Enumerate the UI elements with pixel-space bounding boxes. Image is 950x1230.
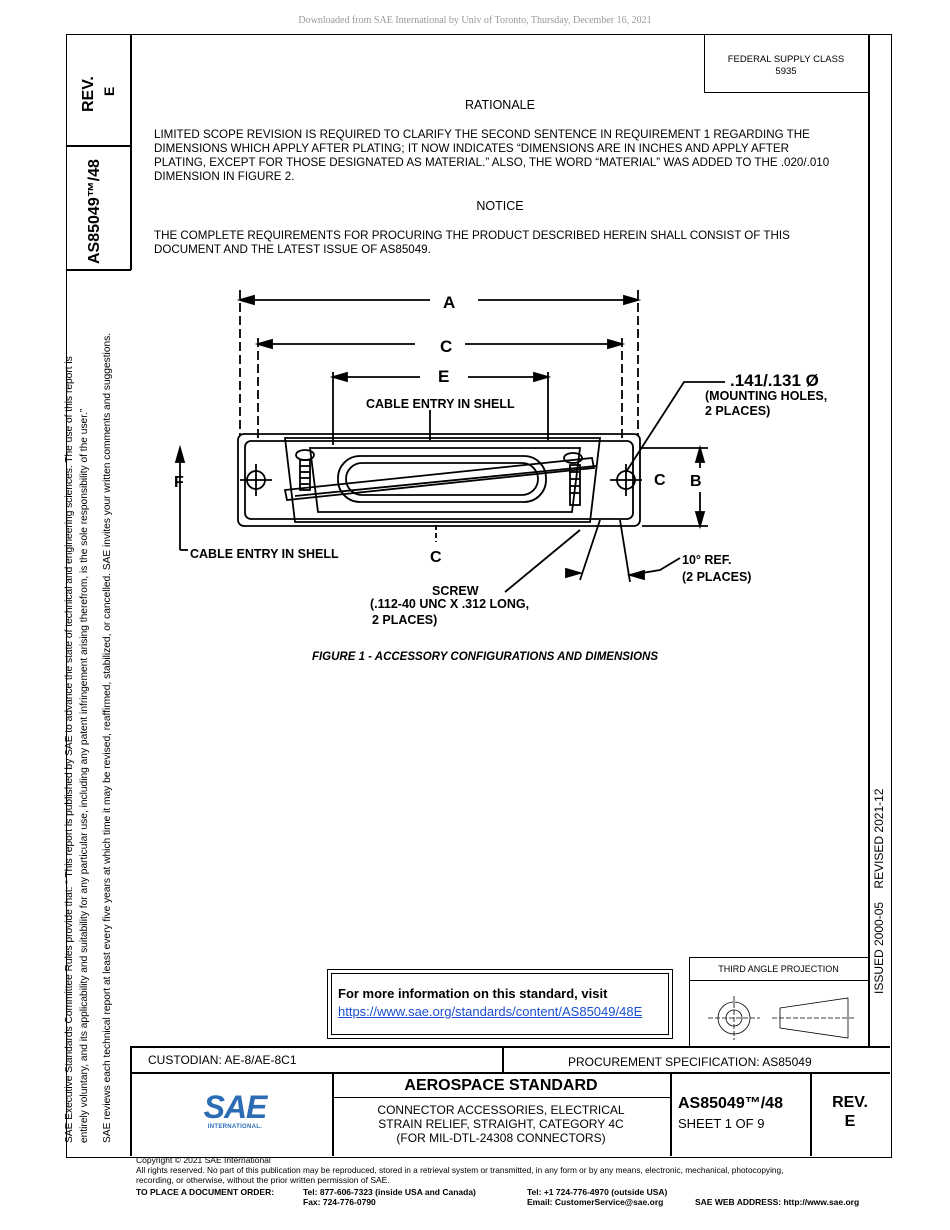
projection-sep [689,980,868,981]
holes-note-2: 2 PLACES) [705,404,770,418]
figure-1-drawing: A C E CABLE ENTRY IN SHELL .141/.131 Ø (… [174,290,827,627]
policy-line-1: SAE Executive Standards Committee Rules … [64,356,75,1143]
info-box-inner [331,973,669,1035]
left-rev-label: REV. [80,76,97,112]
footer-web: SAE WEB ADDRESS: http://www.sae.org [695,1197,860,1207]
footer-tel-1: Tel: 877-606-7323 (inside USA and Canada… [303,1187,476,1197]
cable-entry-bottom-label: CABLE ENTRY IN SHELL [190,547,339,561]
title-block-row-line [130,1072,890,1074]
footer-order-label: TO PLACE A DOCUMENT ORDER: [136,1187,275,1197]
title-block-top-line [130,1046,890,1048]
left-rail-sep2 [66,269,131,271]
left-rail-divider [130,34,132,270]
dim-b-label: B [690,473,702,490]
custodian-text: CUSTODIAN: AE-8/AE-8C1 [148,1053,297,1067]
title-rev-label: REV. [832,1094,868,1111]
sae-logo: SAE INTERNATIONAL. [200,1090,270,1136]
sae-logo-mark: SAE [203,1089,268,1125]
rev-divider [810,1072,812,1156]
custodian-divider [502,1046,504,1073]
centerline-right: C [654,472,666,489]
footer-rights-2: recording, or otherwise, without the pri… [136,1175,390,1185]
title-doc-number: AS85049™/48 [678,1095,783,1112]
rationale-heading: RATIONALE [465,98,535,112]
ref-label-2: (2 PLACES) [682,570,751,584]
holes-dim-label: .141/.131 Ø [730,371,819,390]
ref-label-1: 10° REF. [682,553,731,567]
notice-heading: NOTICE [476,199,524,213]
federal-supply-line1: FEDERAL SUPPLY CLASS [727,54,845,65]
rationale-text: LIMITED SCOPE REVISION IS REQUIRED TO CL… [154,128,830,183]
right-rail-divider [868,34,870,1046]
left-rail-sep1 [66,145,131,147]
procurement-text: PROCUREMENT SPECIFICATION: AS85049 [568,1055,812,1069]
screw-label-1: SCREW [432,584,479,598]
projection-symbol [708,996,856,1040]
sheet-number: SHEET 1 OF 9 [678,1116,765,1131]
revised-text: REVISED 2021-12 [872,788,886,889]
federal-supply-line2: 5935 [775,66,797,77]
standard-type-underline [332,1097,670,1098]
info-box [327,969,673,1039]
page-frame [66,34,892,1158]
download-note: Downloaded from SAE International by Uni… [298,15,652,26]
projection-box [689,957,869,1047]
screw-label-3: 2 PLACES) [372,613,437,627]
title-block-left-line [130,1046,132,1156]
figure-caption: FIGURE 1 - ACCESSORY CONFIGURATIONS AND … [311,651,659,663]
holes-note-1: (MOUNTING HOLES, [705,389,827,403]
dim-f-label: F [174,474,184,491]
doc-title-3: (FOR MIL-DTL-24308 CONNECTORS) [396,1131,606,1145]
federal-supply-box [704,34,869,93]
cable-entry-top-label: CABLE ENTRY IN SHELL [366,397,515,411]
centerline-bottom: C [430,549,442,566]
doc-title-1: CONNECTOR ACCESSORIES, ELECTRICAL [377,1103,625,1117]
projection-label: THIRD ANGLE PROJECTION [718,964,839,974]
notice-text: THE COMPLETE REQUIREMENTS FOR PROCURING … [154,229,790,256]
policy-line-2: entirely voluntary, and its applicabilit… [79,408,90,1143]
footer-email: Email: CustomerService@sae.org [527,1197,664,1207]
issued-text: ISSUED 2000-05 [872,901,886,994]
dim-e-label: E [438,367,449,386]
screw-label-2: (.112-40 UNC X .312 LONG, [370,597,529,611]
standard-type: AEROSPACE STANDARD [404,1077,598,1094]
dim-c-label: C [440,337,452,356]
issued-date: ISSUED 2000-05 REVISED 2021-12 [872,789,886,994]
footer-tel-2: Tel: +1 724-776-4970 (outside USA) [527,1187,668,1197]
sae-logo-sub: INTERNATIONAL. [207,1124,263,1130]
left-rev-value: E [101,86,117,96]
footer-rights: All rights reserved. No part of this pub… [136,1165,784,1175]
left-doc-number: AS85049™/48 [86,159,103,264]
info-link[interactable]: https://www.sae.org/standards/content/AS… [338,1004,643,1019]
dim-a-label: A [443,293,455,312]
info-text: For more information on this standard, v… [338,986,608,1001]
logo-divider [332,1072,334,1156]
doc-title-2: STRAIN RELIEF, STRAIGHT, CATEGORY 4C [378,1117,624,1131]
title-rev-value: E [844,1113,856,1130]
policy-line-3: SAE reviews each technical report at lea… [102,332,113,1143]
standard-divider [670,1072,672,1156]
footer-copyright: Copyright © 2021 SAE International [136,1155,271,1165]
footer-fax: Fax: 724-776-0790 [303,1197,376,1207]
